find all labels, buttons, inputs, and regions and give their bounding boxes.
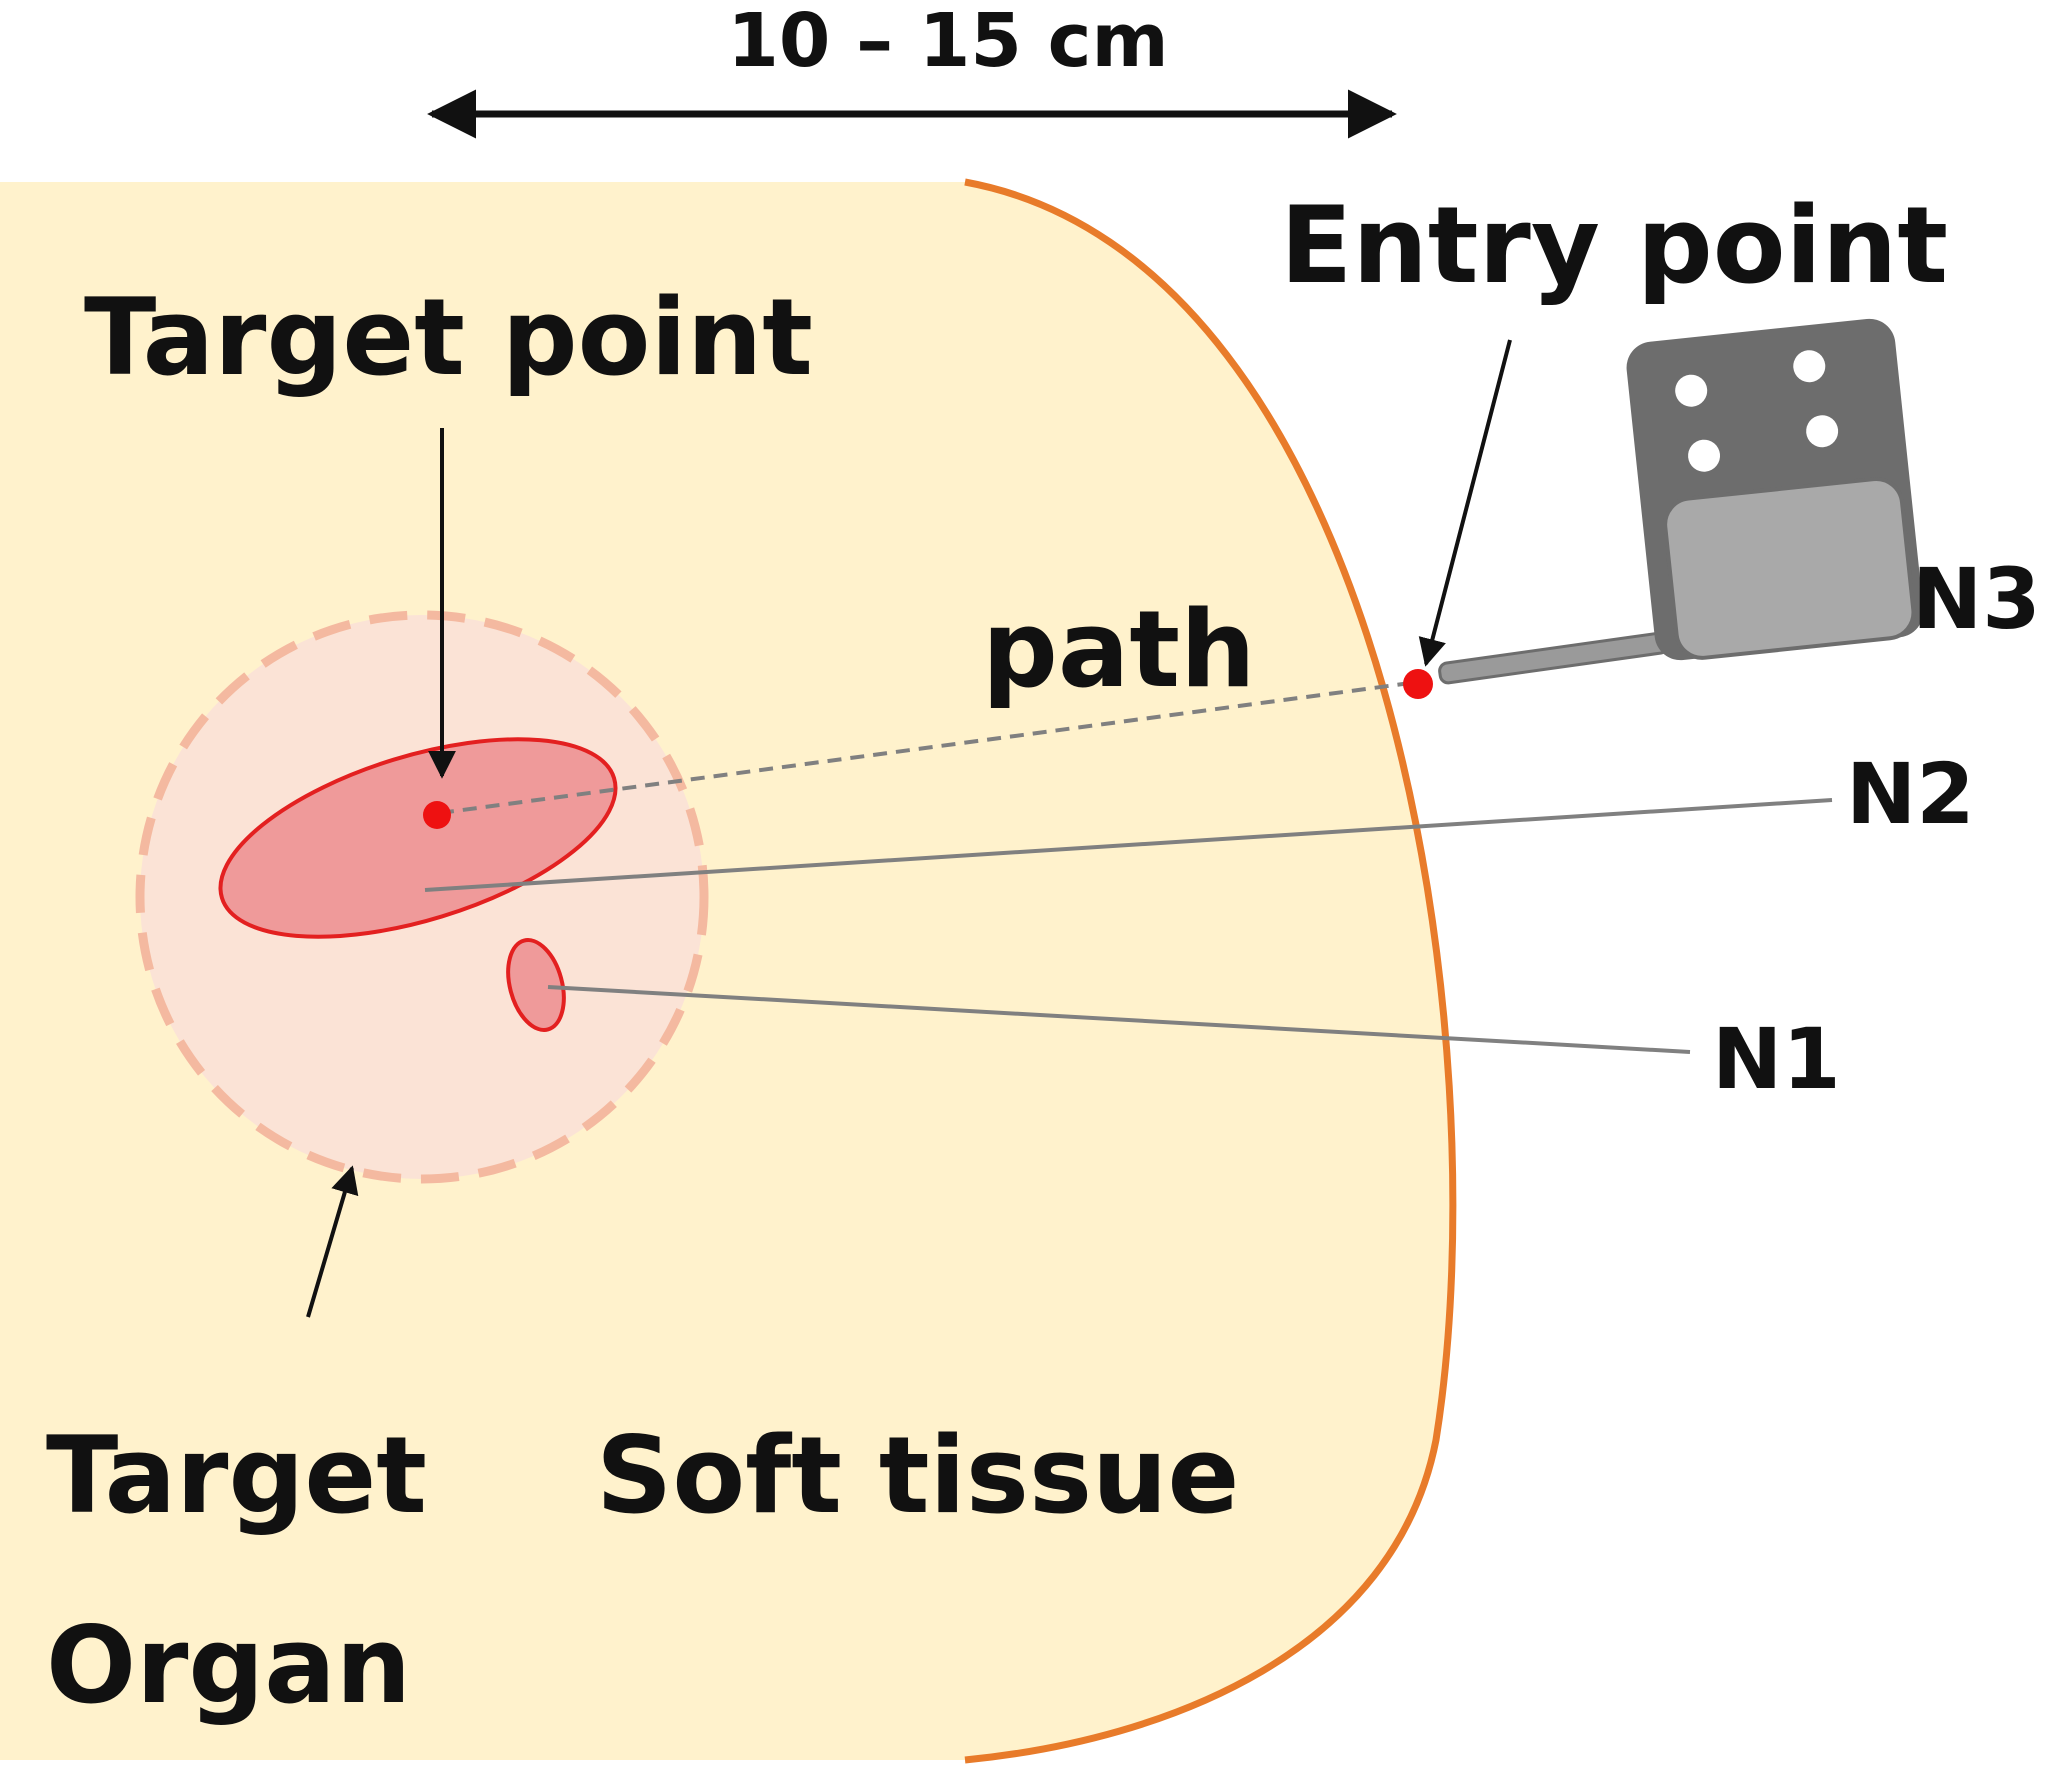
target-organ-label-line2: Organ — [46, 1604, 411, 1727]
n1-label: N1 — [1712, 1010, 1841, 1108]
target-point-marker — [423, 801, 451, 829]
soft-tissue-region — [0, 182, 1453, 1760]
entry-point-marker — [1403, 669, 1433, 699]
skin-boundary — [964, 178, 1457, 1764]
path-label: path — [982, 588, 1256, 711]
device-hole — [1675, 374, 1708, 407]
target-organ-label-line1: Target — [46, 1414, 427, 1537]
needle-n2 — [424, 798, 1833, 892]
small-lesion — [506, 938, 566, 1032]
device-hole — [1806, 415, 1839, 448]
target-point-label: Target point — [84, 276, 813, 399]
n2-label: N2 — [1846, 745, 1975, 843]
entry-point-arrow — [1418, 339, 1512, 667]
soft-tissue-label: Soft tissue — [596, 1414, 1239, 1537]
device-hole — [1793, 350, 1826, 383]
needle-n1 — [547, 985, 1691, 1054]
n3-label: N3 — [1912, 550, 2041, 648]
target-lesion — [218, 737, 618, 939]
dimension-label: 10 – 15 cm — [727, 0, 1168, 84]
insertion-path — [439, 680, 1419, 815]
needle-n3-shaft — [1438, 631, 1670, 685]
target-organ-arrow — [306, 1165, 359, 1318]
needle-n3-device — [1626, 318, 1924, 661]
entry-point-label: Entry point — [1280, 184, 1948, 307]
device-hole — [1688, 439, 1721, 472]
